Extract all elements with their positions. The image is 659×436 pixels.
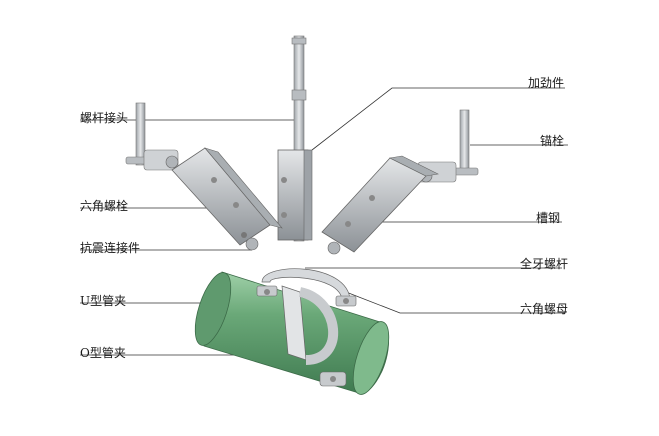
stiffener-channel	[277, 149, 313, 241]
label-stiffener: 加劲件	[528, 76, 565, 90]
right-diagonal-brace	[321, 155, 439, 255]
label-seismic-connector: 抗震连接件	[80, 241, 141, 255]
label-o-clamp: O型管夹	[80, 346, 126, 360]
label-rod-connector: 螺杆接头	[80, 111, 129, 125]
label-channel-steel: 槽钢	[536, 211, 561, 225]
left-anchor-bolt	[125, 102, 179, 171]
label-hex-bolt: 六角螺栓	[80, 199, 129, 213]
label-u-clamp: U型管夹	[80, 294, 127, 308]
left-diagonal-brace	[171, 147, 283, 251]
label-hex-nut: 六角螺母	[520, 302, 569, 316]
label-threaded-rod: 全牙螺杆	[520, 257, 569, 271]
u-pipe-clamp	[256, 268, 357, 307]
leader-lines	[80, 87, 568, 356]
central-threaded-rod	[291, 35, 307, 242]
label-anchor-bolt: 锚栓	[540, 134, 565, 148]
o-pipe-clamp	[281, 285, 347, 387]
